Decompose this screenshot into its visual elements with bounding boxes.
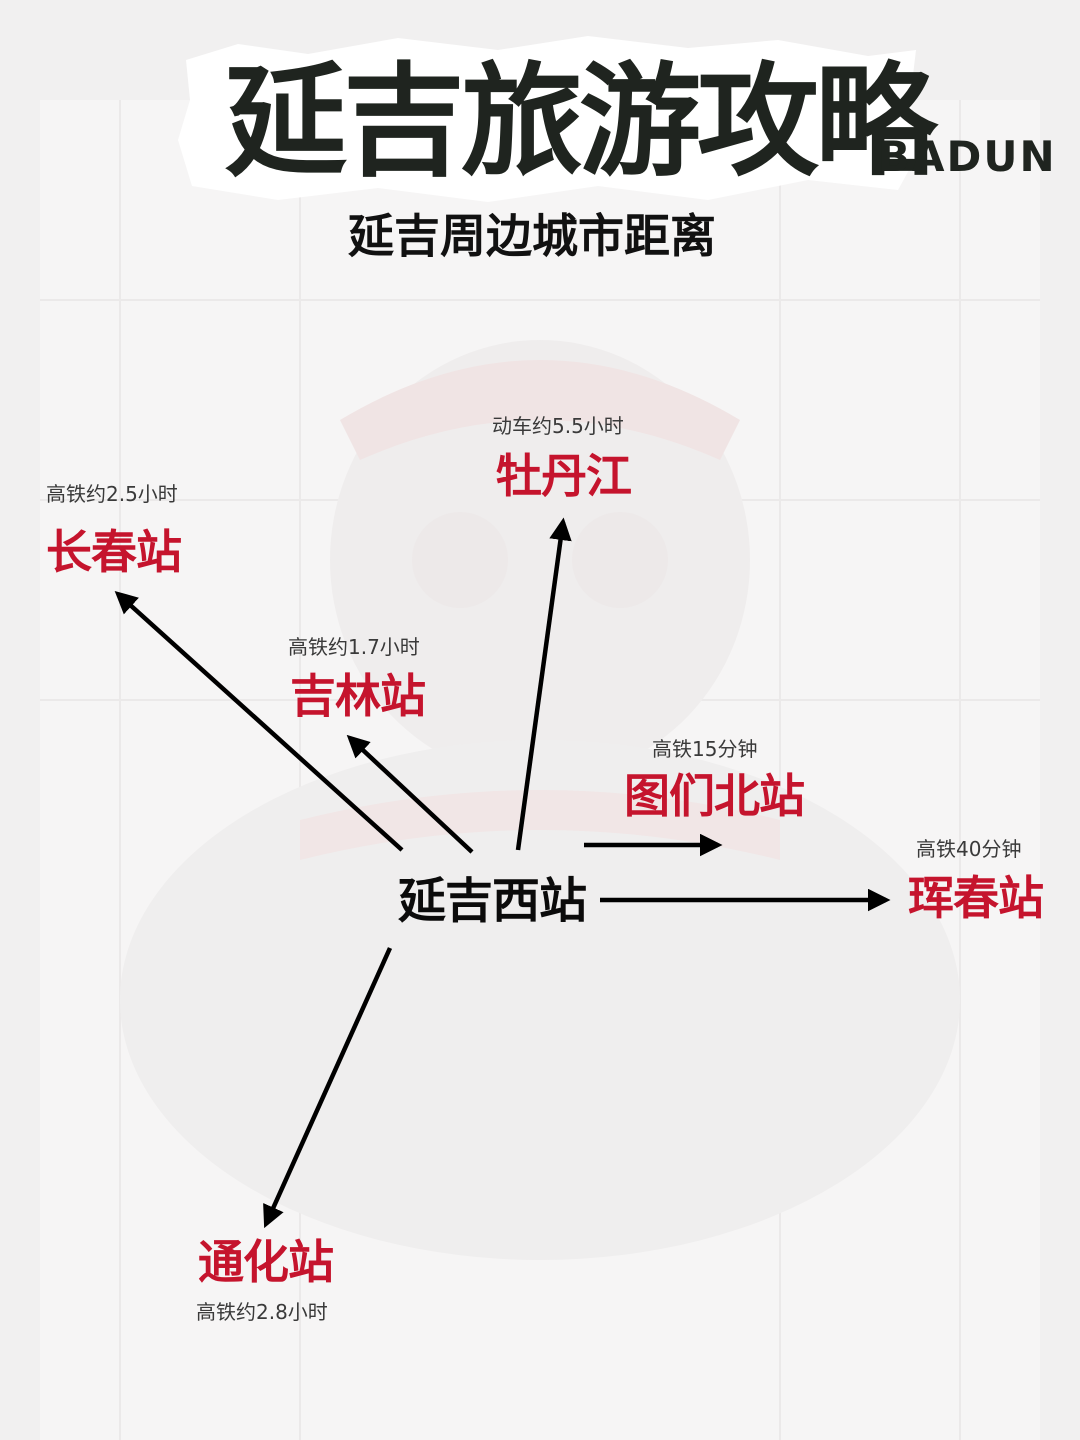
- changchun-travel-time: 高铁约2.5小时: [46, 482, 178, 506]
- arrow-to-jilin: [346, 734, 474, 854]
- hunchun-station: 珲春站: [908, 871, 1044, 925]
- center-station-yanji-west: 延吉西站: [398, 873, 587, 929]
- jilin-travel-time: 高铁约1.7小时: [288, 635, 420, 659]
- mudanjiang-travel-time: 动车约5.5小时: [492, 414, 624, 438]
- tumen-north-station: 图们北站: [624, 769, 805, 823]
- mudanjiang-station: 牡丹江: [496, 449, 632, 503]
- title-banner: [178, 36, 920, 202]
- hunchun-travel-time: 高铁40分钟: [916, 837, 1022, 861]
- brand-label: BADUN: [878, 132, 1057, 181]
- arrow-to-mudanjiang: [515, 517, 572, 851]
- tonghua-travel-time: 高铁约2.8小时: [196, 1300, 328, 1324]
- jilin-station: 吉林站: [290, 669, 426, 723]
- arrow-to-tonghua: [263, 947, 393, 1229]
- tumen-north-travel-time: 高铁15分钟: [652, 737, 758, 761]
- changchun-station: 长春站: [46, 525, 182, 579]
- page-title: 延吉旅游攻略: [225, 51, 937, 193]
- page-subtitle: 延吉周边城市距离: [348, 209, 716, 263]
- arrow-to-changchun: [114, 590, 404, 852]
- tonghua-station: 通化站: [198, 1235, 334, 1289]
